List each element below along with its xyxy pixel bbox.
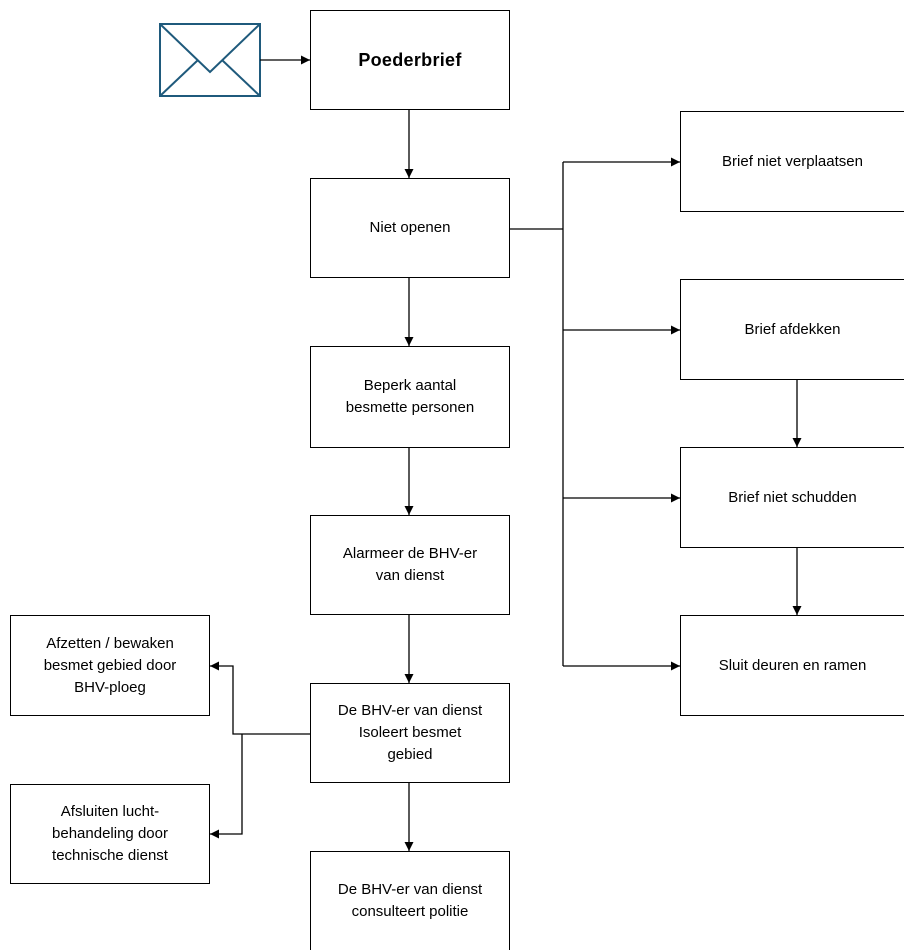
node-poederbrief: Poederbrief [310, 10, 510, 110]
node-afdekken: Brief afdekken [680, 279, 904, 380]
node-consulteert: De BHV-er van dienst consulteert politie [310, 851, 510, 950]
node-isoleert-label: De BHV-er van dienst Isoleert besmet geb… [337, 702, 483, 763]
node-schudden: Brief niet schudden [680, 447, 904, 548]
node-afsluiten: Afsluiten lucht- behandeling door techni… [10, 784, 210, 884]
node-niet-openen-label: Niet openen [369, 219, 451, 236]
node-afdekken-label: Brief afdekken [744, 320, 841, 338]
node-sluit: Sluit deuren en ramen [680, 615, 904, 716]
envelope-icon [159, 23, 261, 97]
arrow-to-afsluiten [210, 734, 243, 839]
node-beperk-label: Beperk aantal besmette personen [345, 377, 475, 416]
node-niet-openen: Niet openen [310, 178, 510, 278]
node-alarmeer-label: Alarmeer de BHV-er van dienst [342, 545, 478, 584]
node-verplaatsen: Brief niet verplaatsen [680, 111, 904, 212]
node-beperk: Beperk aantal besmette personen [310, 346, 510, 448]
arrow-to-afzetten [210, 661, 242, 735]
node-verplaatsen-label: Brief niet verplaatsen [722, 152, 863, 170]
node-consulteert-label: De BHV-er van dienst consulteert politie [337, 881, 483, 920]
node-schudden-label: Brief niet schudden [728, 488, 857, 506]
node-sluit-label: Sluit deuren en ramen [718, 656, 867, 674]
node-afsluiten-label: Afsluiten lucht- behandeling door techni… [52, 803, 168, 864]
node-isoleert: De BHV-er van dienst Isoleert besmet geb… [310, 683, 510, 783]
node-poederbrief-label: Poederbrief [358, 50, 462, 70]
node-afzetten-label: Afzetten / bewaken besmet gebied door BH… [43, 634, 177, 696]
node-afzetten: Afzetten / bewaken besmet gebied door BH… [10, 615, 210, 716]
node-alarmeer: Alarmeer de BHV-er van dienst [310, 515, 510, 615]
